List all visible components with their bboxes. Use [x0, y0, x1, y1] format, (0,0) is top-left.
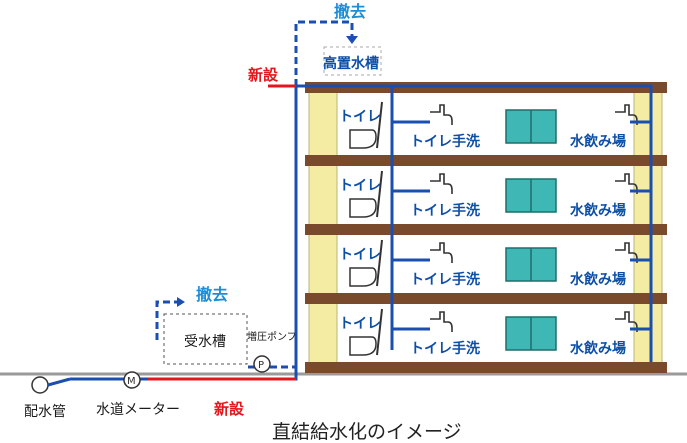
handwash-label: トイレ手洗	[410, 271, 480, 288]
booster-pump-symbol: P	[258, 360, 264, 371]
fountain-icon	[615, 173, 638, 194]
toilet-label: トイレ	[339, 178, 381, 194]
fountain-icon	[615, 242, 638, 263]
floor-slab-4	[305, 155, 667, 166]
removed-label-top: 撤去	[334, 2, 366, 21]
window	[505, 178, 557, 213]
fountain-label: 水飲み場	[570, 340, 626, 357]
removed-label-bottom: 撤去	[196, 285, 228, 304]
ground-slab	[305, 362, 667, 373]
fountain-label: 水飲み場	[570, 202, 626, 219]
water-meter-icon	[123, 371, 141, 389]
toilet-icon	[349, 198, 377, 218]
handwash-label: トイレ手洗	[410, 133, 480, 150]
faucet-icon	[430, 242, 453, 263]
faucet-icon	[430, 311, 453, 332]
distribution-link	[47, 377, 71, 387]
water-meter-label: 水道メーター	[96, 402, 180, 418]
faucet-icon	[430, 104, 453, 125]
receiving-tank-label: 受水槽	[184, 334, 226, 350]
removed-arrow-bottom	[177, 297, 185, 307]
toilet-icon	[349, 129, 377, 149]
toilet-label: トイレ	[339, 247, 381, 263]
handwash-label: トイレ手洗	[410, 202, 480, 219]
floor-slab-2	[305, 293, 667, 304]
toilet-icon	[349, 267, 377, 287]
floor-slab-3	[305, 224, 667, 235]
floor-4: トイレ トイレ手洗 水飲み場	[339, 101, 638, 150]
distribution-pipe-label: 配水管	[24, 404, 66, 420]
toilet-divider	[376, 239, 383, 287]
toilet-divider	[376, 170, 383, 218]
distribution-pipe-icon	[31, 376, 49, 394]
toilet-divider	[376, 308, 383, 356]
removed-pipe-bottom	[155, 300, 181, 340]
booster-pump-icon	[253, 355, 271, 373]
floor-2: トイレ トイレ手洗 水飲み場	[339, 239, 638, 288]
window	[505, 247, 557, 282]
high-tank-label: 高置水槽	[323, 55, 379, 72]
booster-pump-label: 増圧ポンプ	[247, 330, 297, 343]
new-label-top: 新設	[248, 66, 279, 84]
toilet-label: トイレ	[339, 316, 381, 332]
toilet-icon	[349, 336, 377, 356]
removed-arrow-top	[346, 36, 358, 44]
floor-1: トイレ トイレ手洗 水飲み場	[339, 308, 638, 357]
fountain-label: 水飲み場	[570, 133, 626, 150]
receiving-tank	[163, 313, 248, 365]
removed-pipe-top	[294, 20, 354, 86]
high-tank-outline	[323, 46, 382, 76]
window	[505, 316, 557, 351]
toilet-label: トイレ	[339, 109, 381, 125]
floor-3: トイレ トイレ手洗 水飲み場	[339, 170, 638, 219]
handwash-label: トイレ手洗	[410, 340, 480, 357]
window	[505, 109, 557, 144]
fountain-icon	[615, 311, 638, 332]
fountain-icon	[615, 104, 638, 125]
faucet-icon	[430, 173, 453, 194]
toilet-divider	[376, 101, 383, 149]
diagram-caption: 直結給水化のイメージ	[272, 421, 462, 443]
water-meter-symbol: M	[127, 376, 136, 387]
new-label-bottom: 新設	[214, 400, 245, 418]
fountain-label: 水飲み場	[570, 271, 626, 288]
supply-branches	[392, 120, 651, 331]
